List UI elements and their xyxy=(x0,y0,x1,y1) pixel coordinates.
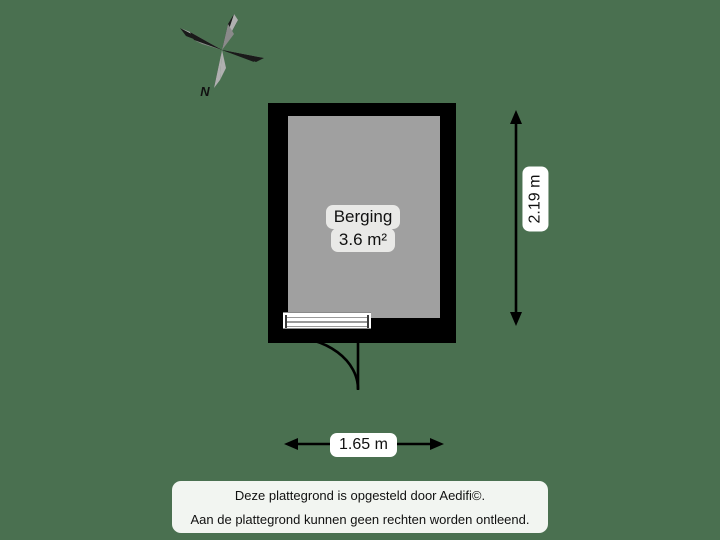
entry-door-opening xyxy=(283,312,371,329)
dimension-horizontal-label: 1.65 m xyxy=(330,433,397,457)
dimension-vertical: 2.19 m xyxy=(496,108,549,328)
door-jamb-right xyxy=(367,315,369,328)
disclaimer-line-2: Aan de plattegrond kunnen geen rechten w… xyxy=(190,512,530,527)
compass-north-label: N xyxy=(200,84,210,99)
room-label-berging: Berging 3.6 m² xyxy=(322,205,404,252)
disclaimer-line-1: Deze plattegrond is opgesteld door Aedif… xyxy=(234,488,486,503)
door-leaf-line xyxy=(286,317,368,322)
door-leaf-line xyxy=(286,322,368,327)
door-swing-arc xyxy=(268,335,388,395)
room-name: Berging xyxy=(325,205,401,229)
room-area: 3.6 m² xyxy=(330,228,396,252)
disclaimer-box: Deze plattegrond is opgesteld door Aedif… xyxy=(172,481,548,533)
dimension-vertical-label: 2.19 m xyxy=(522,166,549,232)
dimension-horizontal: 1.65 m xyxy=(282,430,446,458)
compass-rose-icon xyxy=(176,10,268,90)
door-jamb-left xyxy=(285,315,287,328)
